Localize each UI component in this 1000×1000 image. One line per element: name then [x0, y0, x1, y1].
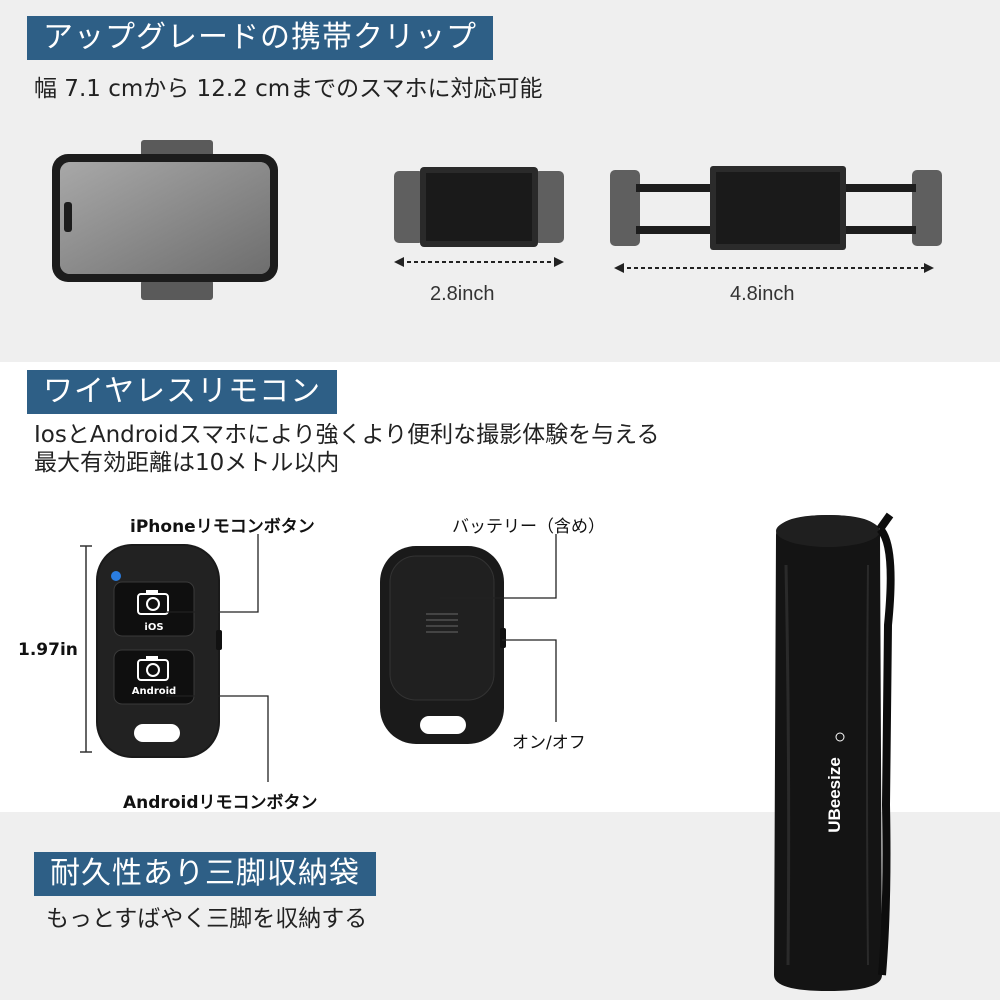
remote-back-image: [380, 546, 506, 744]
android-camera-icon: [137, 656, 169, 681]
clip-max-width-arrow: [614, 263, 934, 273]
bag-section-description: もっとすばやく三脚を収納する: [46, 906, 368, 932]
power-led-icon: [111, 571, 121, 581]
battery-cover-grip-icon: [426, 613, 458, 633]
clip-section-title: アップグレードの携帯クリップ: [27, 16, 493, 60]
remote-description-line2: 最大有効距離は10メトル以内: [34, 450, 340, 476]
phone-in-clip-image: [52, 140, 278, 300]
iphone-button-callout: iPhoneリモコンボタン: [130, 517, 315, 537]
remote-description-line1: IosとAndroidスマホにより強くより便利な撮影体験を与える: [34, 422, 660, 448]
bag-brand-logo: UBeesize: [825, 757, 844, 833]
android-key-text: Android: [132, 686, 176, 697]
clip-extended-image: [610, 166, 942, 250]
android-button-callout: Androidリモコンボタン: [123, 793, 318, 813]
remote-height-marker: [80, 545, 92, 753]
remote-section-title: ワイヤレスリモコン: [27, 370, 338, 414]
power-callout: オン/オフ: [512, 733, 586, 753]
clip-min-width-arrow: [394, 257, 564, 267]
tripod-bag-image: UBeesize: [774, 512, 895, 991]
remote-height-label: 1.97in: [18, 640, 78, 660]
battery-callout: バッテリー（含め）: [452, 517, 605, 537]
clip-section-description: 幅 7.1 cmから 12.2 cmまでのスマホに対応可能: [34, 76, 543, 102]
clip-min-width-label: 2.8inch: [430, 283, 495, 305]
ios-key-text: iOS: [144, 622, 163, 633]
bag-section-title: 耐久性あり三脚収納袋: [34, 852, 376, 896]
remote-front-image: iOS Android: [96, 544, 222, 758]
clip-max-width-label: 4.8inch: [730, 283, 795, 305]
clip-closed-image: [394, 167, 564, 247]
